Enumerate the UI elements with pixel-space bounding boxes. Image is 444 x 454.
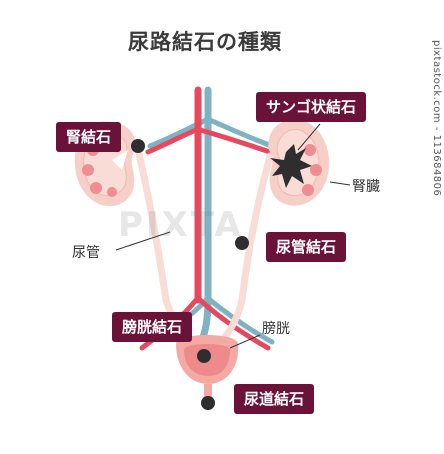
artery-right-branch <box>197 127 273 155</box>
artery-left-branch <box>145 127 199 155</box>
vein-lower-right <box>207 297 275 345</box>
leader-lines <box>115 123 351 349</box>
staghorn-leader <box>297 123 321 151</box>
bladder-leader <box>229 334 261 349</box>
ureter-leader <box>115 231 171 251</box>
bladder-stone-callout: 膀胱結石 <box>112 312 193 342</box>
bladder-stone <box>197 349 211 363</box>
ureter-label: 尿管 <box>72 245 100 261</box>
ureteral-stone-callout: 尿管結石 <box>266 232 347 262</box>
bladder <box>176 335 239 404</box>
renal-stone <box>131 139 145 153</box>
diagram-title: 尿路結石の種類 <box>128 30 282 54</box>
staghorn-stone-callout: サンゴ状結石 <box>256 92 367 122</box>
watermark: PIXTA <box>118 205 244 245</box>
ureteral-stone <box>235 236 249 250</box>
vein-left-branch <box>147 117 209 149</box>
staghorn-stone <box>270 144 312 188</box>
kidney-label: 腎臓 <box>352 179 380 195</box>
urethral-stone-callout: 尿道結石 <box>234 384 315 414</box>
stock-credit: pixtastock.com - 113684806 <box>431 40 442 197</box>
right-ureter <box>210 152 274 354</box>
vein-right-branch <box>207 117 275 149</box>
stones <box>131 139 249 410</box>
bladder-label: 膀胱 <box>262 321 290 337</box>
urethral-stone <box>201 396 215 410</box>
kidney-leader <box>329 181 351 186</box>
renal-stone-callout: 腎結石 <box>56 122 122 152</box>
